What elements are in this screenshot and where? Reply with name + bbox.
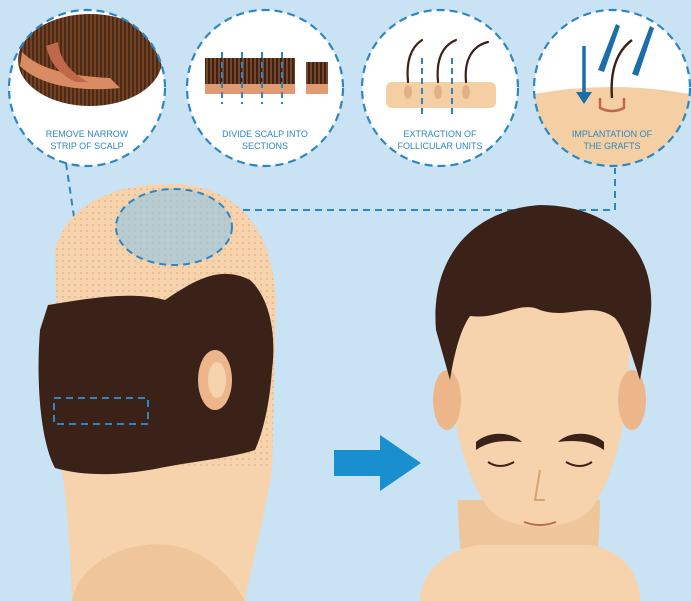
- before-head: [39, 184, 276, 601]
- step-1-label: REMOVE NARROW STRIP OF SCALP: [12, 128, 162, 152]
- donor-area-marker: [116, 189, 232, 265]
- after-head: [420, 205, 651, 601]
- step-2-label-line-1: DIVIDE SCALP INTO: [190, 128, 340, 140]
- result-arrow-icon: [334, 435, 421, 491]
- step-1-label-line-2: STRIP OF SCALP: [12, 140, 162, 152]
- step-3-label: EXTRACTION OF FOLLICULAR UNITS: [365, 128, 515, 152]
- step-4-label-line-1: IMPLANTATION OF: [537, 128, 687, 140]
- step-4-label: IMPLANTATION OF THE GRAFTS: [537, 128, 687, 152]
- step-3-label-line-1: EXTRACTION OF: [365, 128, 515, 140]
- step-3-label-line-2: FOLLICULAR UNITS: [365, 140, 515, 152]
- step-1-label-line-1: REMOVE NARROW: [12, 128, 162, 140]
- step-2-label: DIVIDE SCALP INTO SECTIONS: [190, 128, 340, 152]
- step-4-label-line-2: THE GRAFTS: [537, 140, 687, 152]
- step-2-label-line-2: SECTIONS: [190, 140, 340, 152]
- scalp-strip-icon: [18, 14, 162, 106]
